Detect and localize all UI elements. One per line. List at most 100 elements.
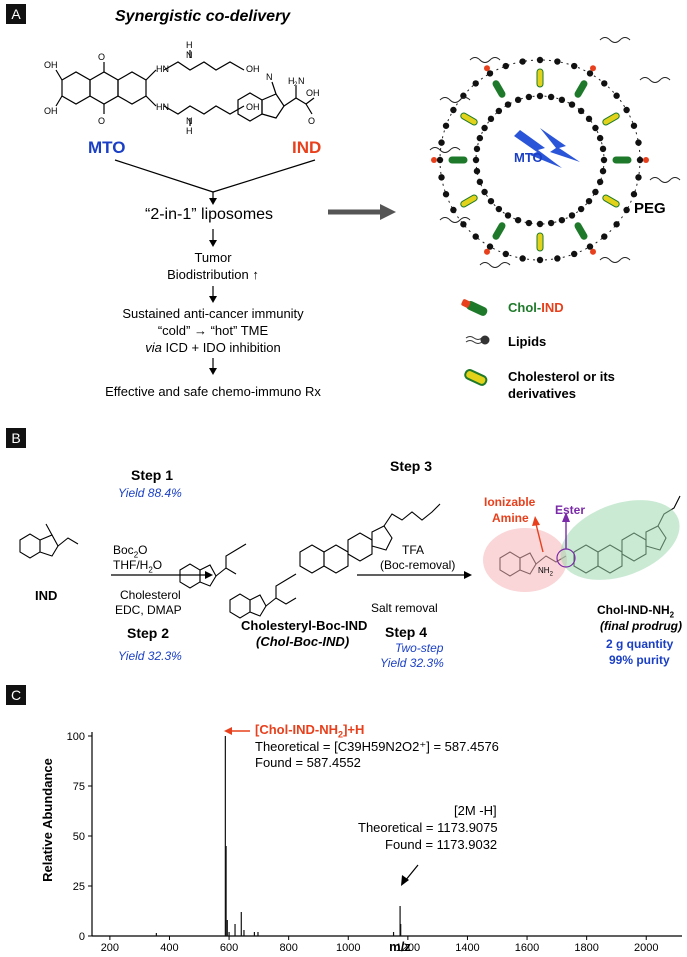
peak1-label-a: [Chol-IND-NH [255, 722, 339, 737]
x-tick-label: 1800 [574, 942, 598, 954]
peg-label: PEG [634, 200, 666, 217]
intermediate-name: Cholesteryl-Boc-IND [241, 618, 368, 633]
y-tick-label: 0 [79, 931, 85, 943]
svg-text:O: O [308, 116, 315, 126]
cholesterol-reagent: Cholesterol [120, 588, 181, 602]
panel-b-graphics [19, 495, 681, 619]
peak2-found: Found = 1173.9032 [385, 837, 498, 852]
y-tick-label: 50 [73, 831, 85, 843]
hot-text: “hot” TME [210, 323, 269, 338]
tfa-reagent: TFA [402, 543, 425, 557]
product-name: Chol-IND-NH2 [597, 603, 674, 619]
yield4-label: Yield 32.3% [380, 656, 444, 670]
yield2-label: Yield 32.3% [118, 649, 182, 663]
svg-text:HN: HN [156, 64, 169, 74]
product-final: (final prodrug) [600, 619, 682, 633]
tumor-label: Tumor [194, 250, 232, 265]
step1-label: Step 1 [131, 467, 174, 483]
step4-label: Step 4 [385, 624, 428, 640]
svg-text:2: 2 [294, 82, 298, 88]
y-tick-label: 75 [73, 781, 85, 793]
yield1-label: Yield 88.4% [118, 486, 182, 500]
panel-a-label: A [6, 4, 26, 24]
svg-text:HN: HN [156, 102, 169, 112]
boc-sub: 2 [133, 550, 139, 560]
boc-text: Boc [113, 543, 134, 557]
peak2-label: [2M -H] [454, 803, 497, 818]
immunity-label: Sustained anti-cancer immunity [122, 306, 304, 321]
svg-text:OH: OH [44, 106, 58, 116]
step3-label: Step 3 [390, 458, 433, 474]
twostep-label: Two-step [395, 641, 444, 655]
svg-text:OH: OH [44, 60, 58, 70]
legend-lipid-icon [465, 335, 490, 345]
step2-label: Step 2 [127, 625, 170, 641]
peak1-theoretical: Theoretical = [C39H59N2O2⁺] = 587.4576 [255, 739, 499, 754]
peak1-label-sub: 2 [338, 729, 344, 740]
peak1-found: Found = 587.4552 [255, 755, 361, 770]
x-tick-label: 1600 [515, 942, 539, 954]
boc-o: O [138, 543, 148, 557]
svg-text:OH: OH [246, 64, 260, 74]
biodistribution-label: Biodistribution ↑ [167, 267, 259, 282]
x-tick-label: 1000 [336, 942, 360, 954]
y-axis-title: Relative Abundance [40, 758, 55, 882]
purity-label: 99% purity [609, 653, 670, 667]
legend-chol-ind: Chol-IND [508, 300, 564, 315]
panel-c-label: C [6, 685, 26, 705]
svg-text:N: N [186, 50, 193, 60]
ind-structure [237, 81, 315, 122]
legend-cholesterol-2: derivatives [508, 386, 576, 401]
x-tick-label: 200 [101, 942, 119, 954]
liposome-label: “2-in-1” liposomes [145, 206, 274, 223]
ionizable-label-1: Ionizable [484, 495, 536, 509]
panel-a-title: Synergistic co-delivery [115, 8, 291, 25]
cold-text: “cold” [157, 323, 191, 338]
legend-ind-text: IND [541, 300, 564, 315]
svg-text:O: O [98, 116, 105, 126]
mto-label: MTO [88, 138, 126, 157]
svg-text:O: O [98, 52, 105, 62]
effective-label: Effective and safe chemo-immuno Rx [105, 384, 321, 399]
ionizable-label-2: Amine [492, 511, 529, 525]
svg-text:OH: OH [306, 88, 320, 98]
panel-b-label: B [6, 428, 26, 448]
product-sub: 2 [669, 610, 675, 620]
svg-text:H: H [186, 40, 193, 50]
x-tick-label: 800 [279, 942, 297, 954]
amine-nh2: NH2 [538, 566, 553, 578]
lipo-mto-label: MTO [514, 150, 543, 165]
boc-removal: (Boc-removal) [380, 558, 456, 572]
legend-chol-text: Chol- [508, 300, 542, 315]
ind-start-label: IND [35, 588, 58, 603]
nh-text: NH [538, 566, 550, 575]
legend-cholesterol-icon [464, 369, 488, 386]
liposome-drawing [429, 37, 681, 268]
legend-cholesterol-1: Cholesterol or its [508, 369, 615, 384]
intermediate-abbrev: (Chol-Boc-IND) [256, 634, 350, 649]
svg-text:N: N [266, 72, 273, 82]
via-word: via [145, 340, 162, 355]
thf-text: THF/H [113, 558, 149, 572]
x-tick-label: 1200 [396, 942, 420, 954]
mto-bolt-icon [514, 130, 562, 168]
x-axis-title: m/z [389, 939, 411, 954]
legend-chol-ind-icon [461, 299, 488, 316]
thf-o: O [152, 558, 163, 572]
x-tick-label: 400 [160, 942, 178, 954]
reagent-thf: THF/H2O [113, 558, 162, 574]
svg-text:OH: OH [246, 102, 260, 112]
nh-sub: 2 [549, 571, 553, 578]
peak2-theoretical: Theoretical = 1173.9075 [358, 820, 498, 835]
svg-text:N: N [298, 76, 305, 86]
via-label: via ICD + IDO inhibition [83, 340, 343, 355]
product-text: Chol-IND-NH [597, 603, 670, 617]
peak1-label-b: ]+H [343, 722, 365, 737]
y-tick-label: 100 [67, 731, 85, 743]
svg-text:H: H [288, 76, 295, 86]
ind-label: IND [292, 138, 322, 157]
right-arrow-icon: → [193, 323, 207, 338]
cold-hot-label: “cold” → “hot” TME [83, 323, 343, 338]
mto-structure [55, 50, 245, 126]
